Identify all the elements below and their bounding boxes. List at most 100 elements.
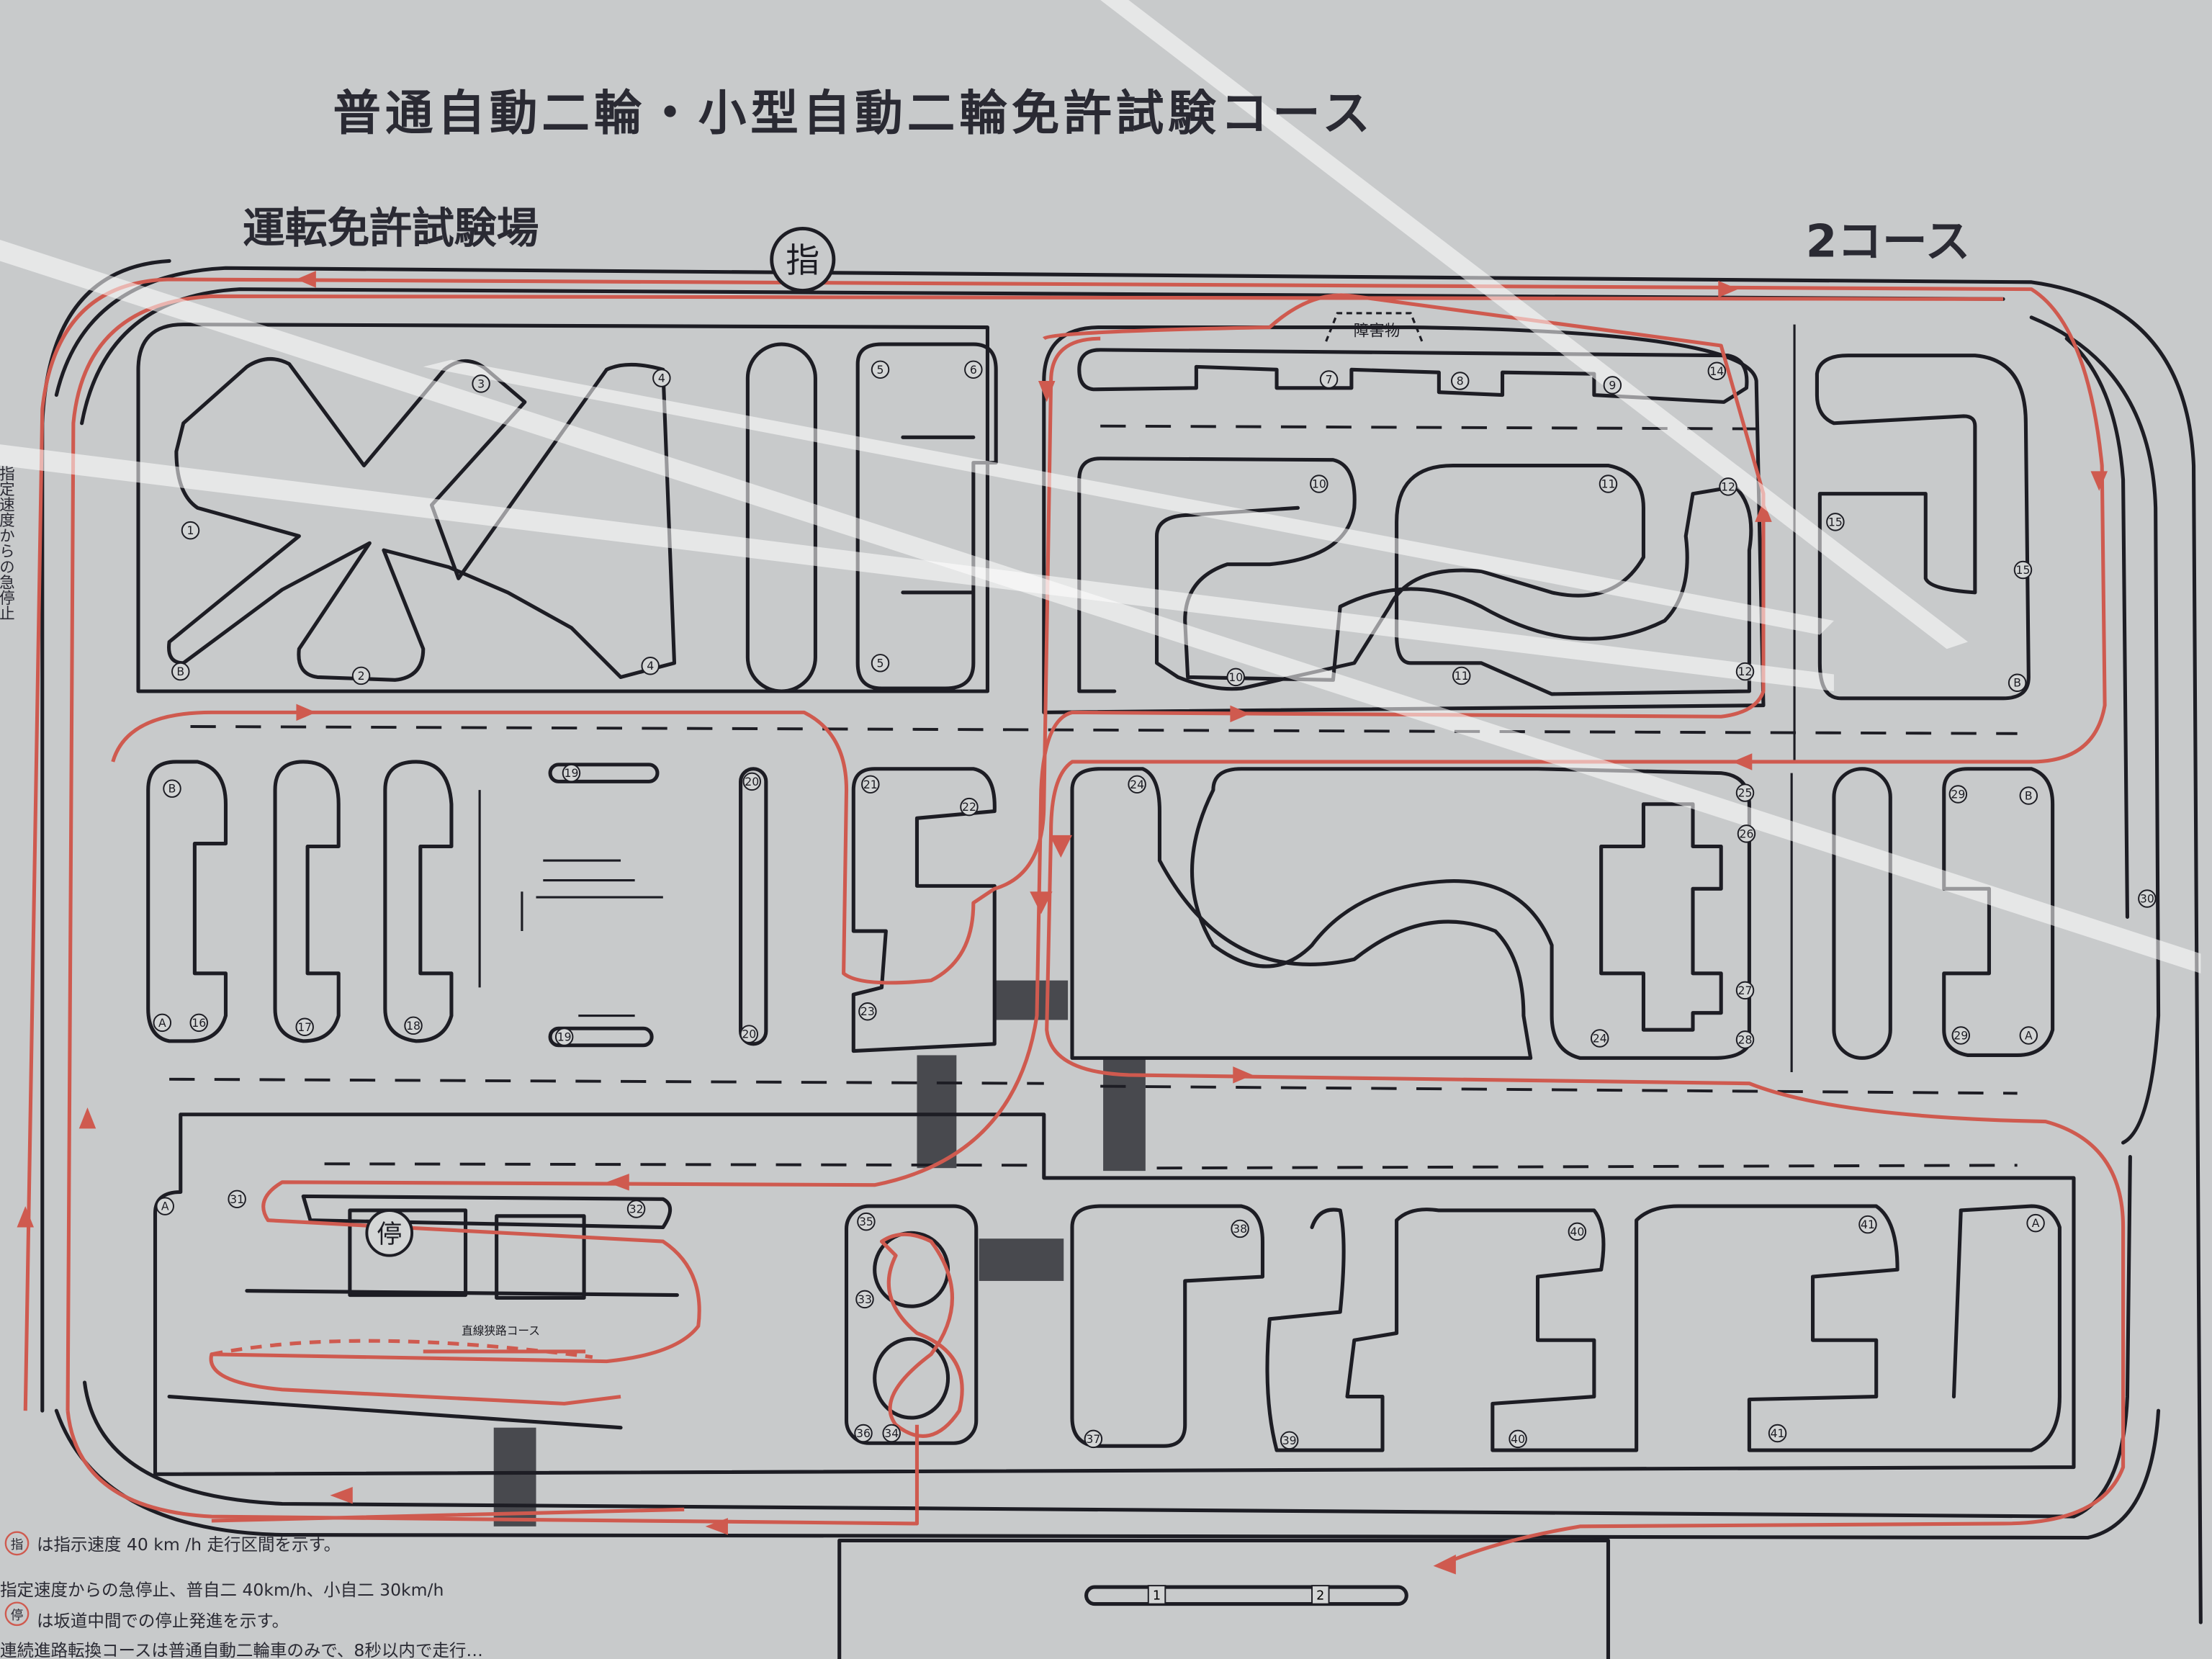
bottom-marker-2: 2 (1316, 1589, 1324, 1604)
point-marker-28: 28 (1735, 1030, 1755, 1049)
block-37 (1070, 1204, 1265, 1448)
slope-box-2 (495, 1214, 586, 1300)
point-marker-41: 41 (1768, 1424, 1787, 1443)
point-marker-label: 4 (647, 659, 654, 673)
point-marker-label: 24 (1593, 1031, 1607, 1045)
side-note: 指定速度からの急停止 (0, 465, 14, 621)
point-marker-label: B (2013, 676, 2021, 690)
point-marker-40: 40 (1509, 1429, 1527, 1449)
point-marker-22: 22 (960, 797, 979, 817)
point-marker-label: 28 (1738, 1033, 1753, 1046)
point-marker-label: 36 (856, 1426, 871, 1440)
point-marker-16: 16 (189, 1013, 208, 1033)
point-marker-A: A (2026, 1213, 2045, 1233)
point-marker-label: 12 (1721, 480, 1735, 493)
point-marker-label: 7 (1326, 373, 1333, 387)
point-marker-10: 10 (1226, 667, 1245, 687)
point-marker-label: 40 (1570, 1225, 1584, 1238)
point-marker-label: 11 (1601, 477, 1616, 491)
point-marker-label: 19 (565, 766, 579, 780)
s-curve-course (1077, 457, 1753, 696)
point-marker-40: 40 (1568, 1222, 1587, 1241)
point-marker-label: 39 (1282, 1434, 1297, 1447)
point-marker-15: 15 (1826, 513, 1845, 531)
point-marker-5: 5 (871, 654, 890, 673)
point-marker-34: 34 (882, 1424, 901, 1443)
track-block-1 (136, 323, 989, 693)
point-marker-label: 31 (230, 1192, 244, 1206)
point-marker-17: 17 (295, 1017, 314, 1037)
point-marker-label: 25 (1738, 786, 1753, 800)
point-marker-label: 19 (557, 1030, 572, 1044)
point-marker-4: 4 (652, 369, 671, 387)
island-19-bottom (548, 1026, 654, 1048)
point-marker-label: A (158, 1016, 166, 1030)
slope-box-1 (348, 1208, 468, 1298)
point-marker-12: 12 (1735, 662, 1755, 681)
corner-block (1815, 354, 2031, 701)
test-route (17, 271, 2126, 1575)
point-marker-label: 12 (1738, 665, 1753, 678)
point-marker-A: A (2019, 1026, 2038, 1045)
point-marker-label: 22 (962, 800, 976, 814)
point-marker-label: A (2032, 1216, 2040, 1230)
island-17 (273, 760, 341, 1043)
island-16 (146, 760, 228, 1043)
point-marker-B: B (171, 662, 190, 681)
point-marker-1: 1 (181, 521, 200, 540)
point-marker-5: 5 (871, 360, 890, 379)
point-marker-32: 32 (626, 1200, 646, 1218)
point-marker-30: 30 (2138, 889, 2157, 908)
legend-line-4: 連続進路転換コースは普通自動二輪車のみで、8秒以内で走行… (0, 1640, 483, 1659)
svg-text:指: 指 (786, 241, 819, 281)
block-24 (1070, 767, 1533, 1060)
island-20 (739, 767, 768, 1046)
point-marker-20: 20 (739, 1025, 759, 1043)
point-marker-label: 20 (742, 1028, 756, 1041)
point-marker-label: 38 (1233, 1222, 1247, 1236)
point-marker-label: 11 (1455, 669, 1469, 683)
entrance-road (837, 1538, 1611, 1659)
point-marker-B: B (2019, 786, 2038, 805)
point-marker-6: 6 (964, 360, 983, 379)
point-marker-label: 8 (1457, 374, 1464, 387)
point-marker-10: 10 (1310, 475, 1328, 493)
point-marker-label: 14 (1709, 364, 1724, 378)
point-marker-8: 8 (1451, 372, 1470, 390)
point-marker-label: 34 (884, 1426, 899, 1440)
point-marker-label: 10 (1312, 477, 1326, 491)
point-marker-7: 7 (1319, 370, 1339, 389)
point-marker-A: A (153, 1013, 172, 1033)
point-marker-2: 2 (351, 666, 371, 685)
point-marker-label: 10 (1228, 670, 1243, 684)
point-marker-35: 35 (857, 1212, 876, 1231)
speed-zone-marker: 指 (770, 226, 836, 293)
point-marker-label: 15 (2016, 563, 2031, 577)
point-marker-36: 36 (854, 1424, 873, 1443)
point-marker-label: 37 (1086, 1432, 1100, 1446)
bottom-markers: 1 2 (1147, 1585, 1330, 1605)
svg-text:障害物: 障害物 (1354, 322, 1401, 340)
point-marker-label: B (176, 665, 184, 678)
point-marker-4: 4 (641, 657, 660, 675)
point-marker-label: A (2025, 1029, 2033, 1043)
point-marker-label: B (2025, 788, 2033, 802)
hill-stop-marker: 停 (365, 1209, 414, 1257)
point-marker-B: B (2008, 673, 2027, 692)
lane-lines (169, 424, 2018, 1542)
figure-eight-bottom (873, 1336, 950, 1420)
point-marker-37: 37 (1084, 1429, 1103, 1449)
point-marker-label: 40 (1511, 1432, 1525, 1446)
svg-text:停: 停 (377, 1220, 402, 1249)
right-curve-road (2029, 315, 2161, 1145)
point-marker-label: 23 (860, 1004, 875, 1018)
point-marker-11: 11 (1452, 666, 1471, 685)
point-marker-25: 25 (1735, 783, 1755, 802)
point-marker-label: B (168, 782, 176, 796)
legend-line-2: 指定速度からの急停止、普自二 40km/h、小自二 30km/h (0, 1580, 444, 1600)
map-title: 普通自動二輪・小型自動二輪免許試験コース (333, 85, 1374, 141)
island-29 (1832, 767, 1892, 1060)
point-marker-label: 16 (192, 1016, 206, 1030)
point-marker-14: 14 (1707, 361, 1727, 380)
